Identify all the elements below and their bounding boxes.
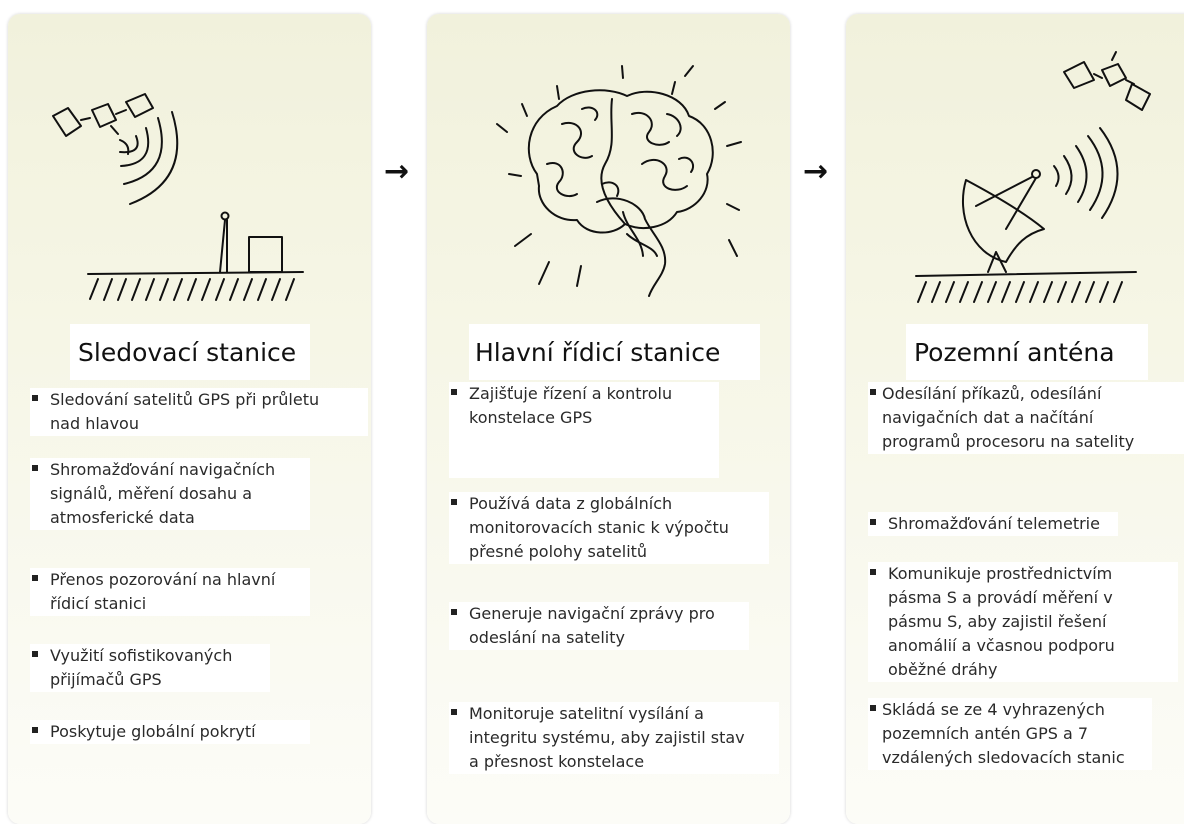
ground-line: [87, 271, 304, 275]
satellite-ground-station-drawing: [52, 93, 304, 301]
list-item: Přenos pozorování na hlavní řídicí stani…: [30, 568, 310, 616]
panel-monitor-station: Sledovací stanice Sledování satelitů GPS…: [8, 14, 371, 824]
list-item: Shromažďování navigačních signálů, měřen…: [30, 458, 310, 530]
list-item: Zajišťuje řízení a kontrolu konstelace G…: [449, 382, 719, 478]
ground-line: [915, 271, 1137, 277]
panel-title: Pozemní anténa: [906, 324, 1148, 380]
dish-antenna-drawing: [915, 51, 1151, 303]
ground-antenna-illustration: [846, 14, 1184, 314]
signal-waves-icon: [1053, 127, 1119, 219]
satellite-icon: [1063, 51, 1151, 111]
list-item: Komunikuje prostřednictvím pásma S a pro…: [868, 562, 1178, 682]
list-item: Shromažďování telemetrie: [868, 512, 1118, 536]
satellite-icon: [52, 93, 154, 137]
list-item: Monitoruje satelitní vysílání a integrit…: [449, 702, 779, 774]
panel-ground-antenna: Pozemní anténa Odesílání příkazů, odesíl…: [846, 14, 1184, 824]
rays-icon: [496, 65, 742, 287]
flow-arrow-icon: →: [384, 154, 410, 189]
panel-master-control-station: Hlavní řídicí stanice Zajišťuje řízení a…: [427, 14, 790, 824]
flow-arrow-icon: →: [803, 154, 829, 189]
brain-drawing: [496, 65, 742, 297]
list-item: Generuje navigační zprávy pro odeslání n…: [449, 602, 749, 650]
list-item: Skládá se ze 4 vyhrazených pozemních ant…: [868, 698, 1152, 770]
list-item: Poskytuje globální pokrytí: [30, 720, 310, 744]
signal-waves-icon: [119, 111, 179, 205]
panel-title: Sledovací stanice: [70, 324, 310, 380]
master-control-illustration: [427, 14, 790, 314]
list-item: Sledování satelitů GPS při průletu nad h…: [30, 388, 368, 436]
list-item: Využití sofistikovaných přijímačů GPS: [30, 644, 270, 692]
monitor-station-illustration: [8, 14, 371, 314]
dish-antenna-icon: [961, 169, 1045, 273]
list-item: Odesílání příkazů, odesílání navigačních…: [868, 382, 1184, 454]
building-icon: [248, 236, 283, 273]
antenna-icon: [219, 211, 230, 273]
panel-title: Hlavní řídicí stanice: [469, 324, 760, 380]
list-item: Používá data z globálních monitorovacích…: [449, 492, 769, 564]
brain-icon: [527, 89, 714, 297]
